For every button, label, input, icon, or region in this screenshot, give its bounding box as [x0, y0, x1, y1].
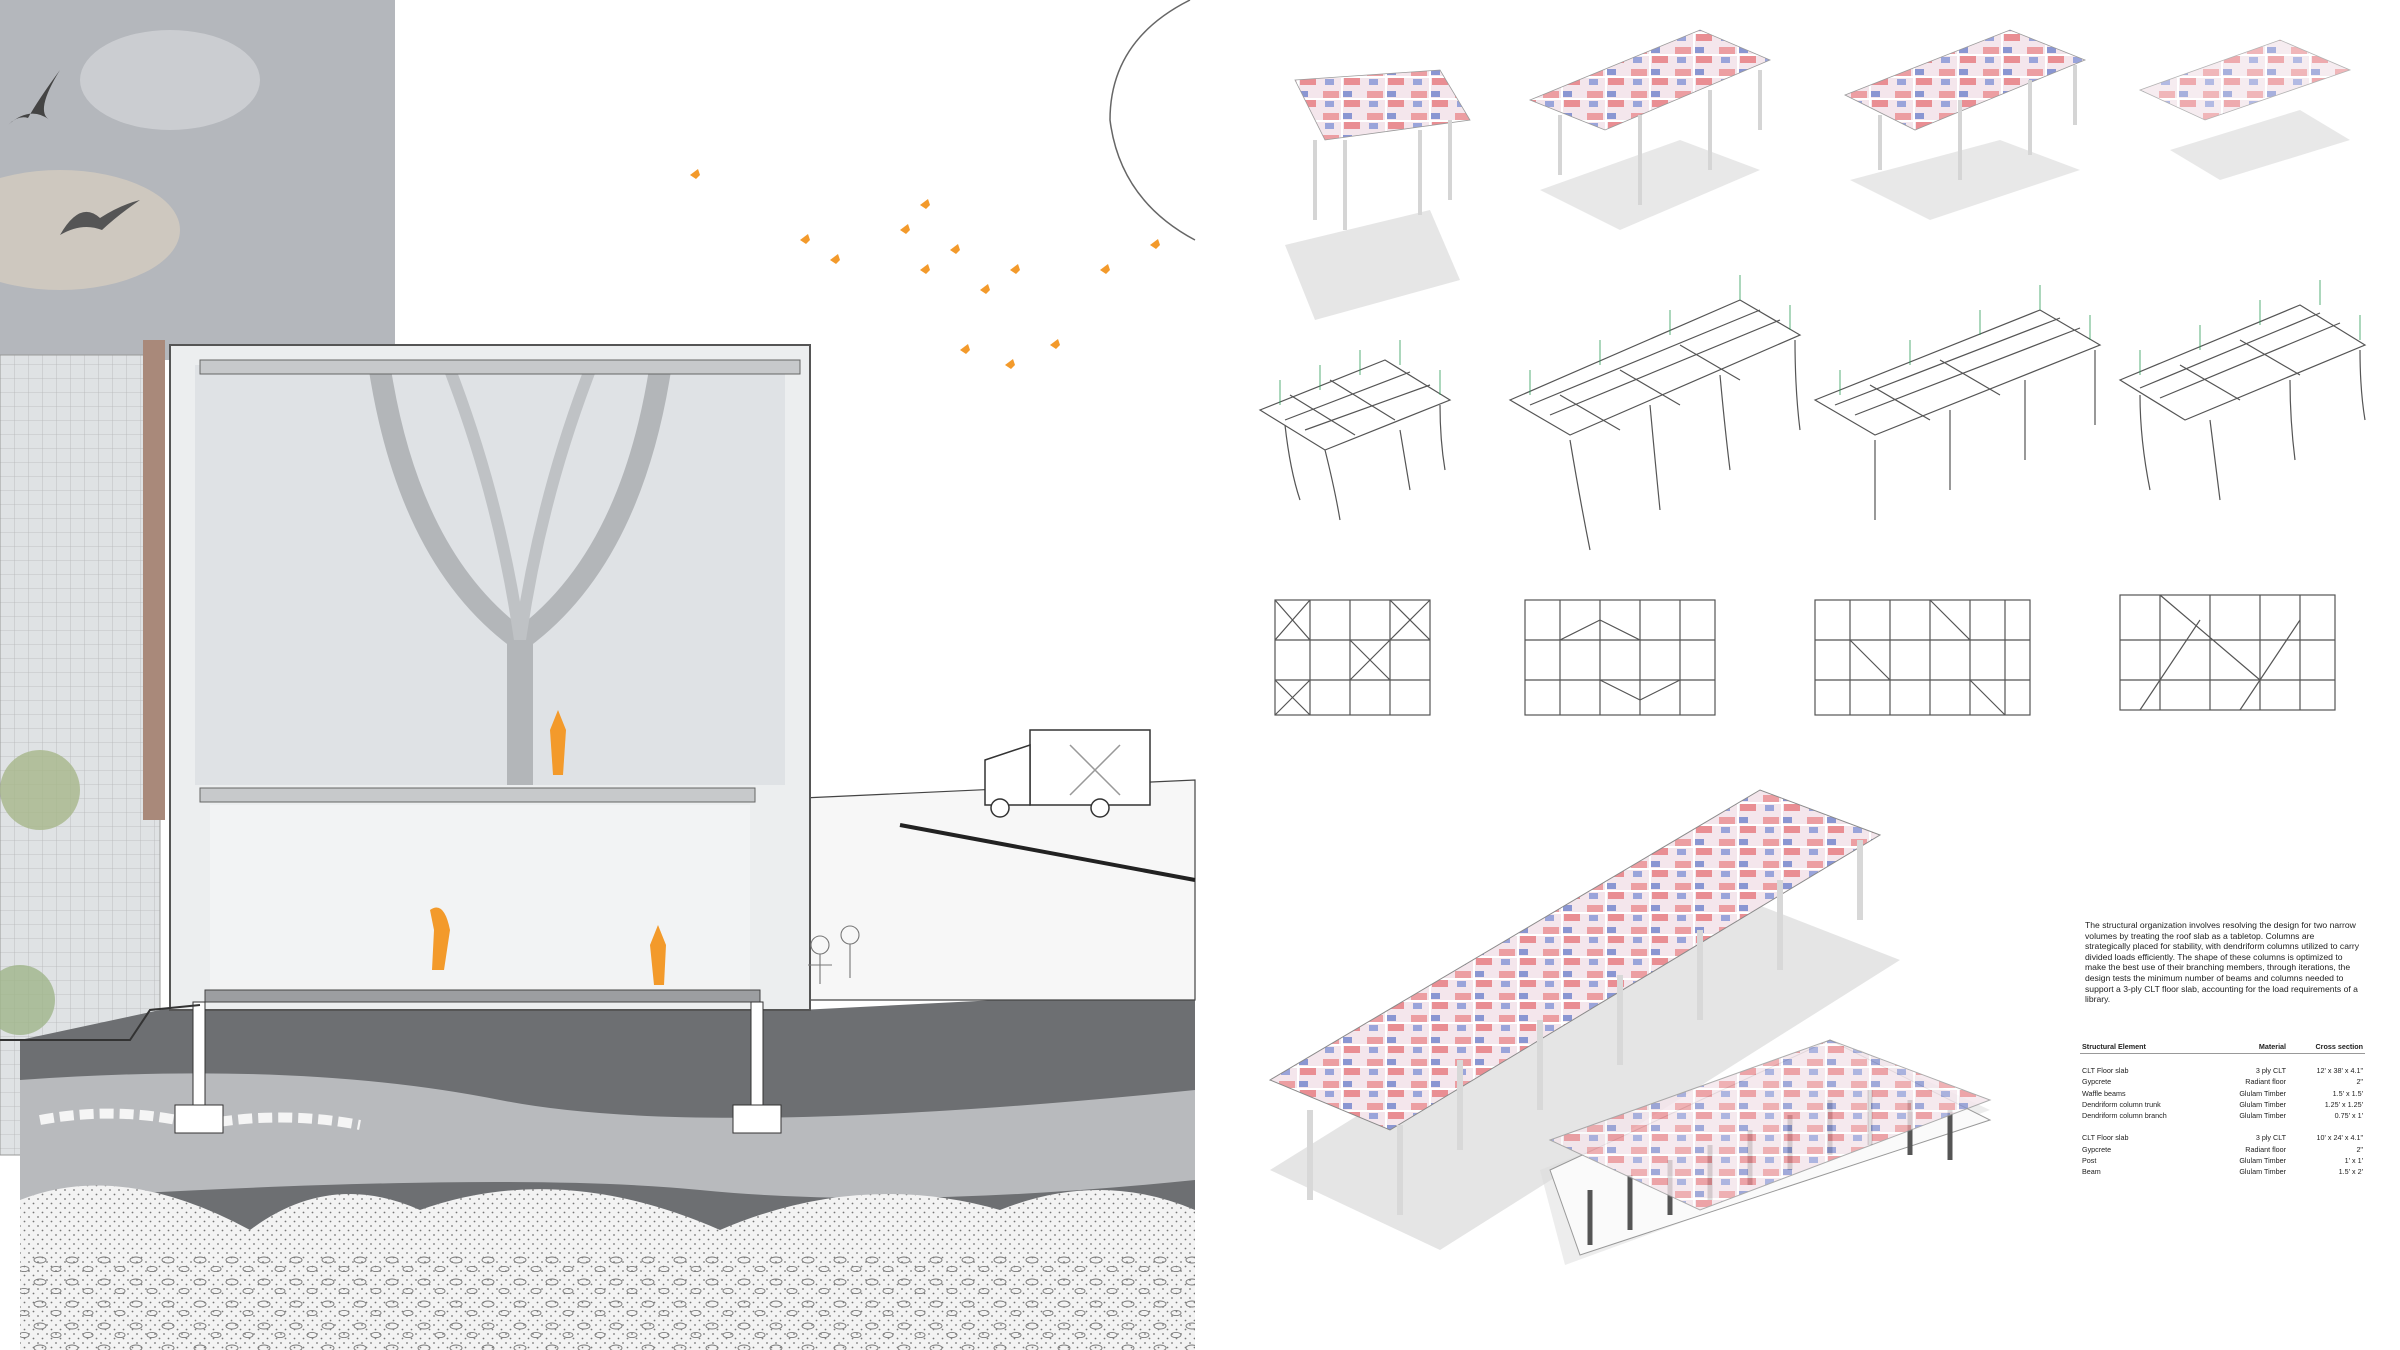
children-sketch [808, 925, 860, 984]
ground-mid [20, 1073, 1195, 1200]
people-silhouettes [430, 710, 666, 985]
wireframe-frame-1 [1258, 359, 1452, 521]
structural-description: The structural organization involves res… [2085, 920, 2359, 1005]
road-curb [899, 823, 1196, 882]
column-branch [514, 367, 596, 641]
wireframe-frame-3 [1813, 309, 2102, 520]
column-branch [444, 367, 526, 641]
structural-elements-table: Structural Element Material Cross sectio… [2080, 1040, 2365, 1177]
framing-plan-1 [1274, 599, 1431, 716]
framing-plan-2 [1524, 599, 1716, 716]
foundation-wall [192, 1001, 206, 1106]
roof-slab [199, 359, 801, 375]
footing [174, 1104, 224, 1134]
footing [732, 1104, 782, 1134]
wireframe-frame-4 [2118, 304, 2367, 501]
large-axonometric [1268, 789, 1900, 1250]
upper-volume [195, 365, 785, 785]
floor-slab [199, 787, 756, 803]
stress-slab-3 [1844, 29, 2087, 220]
wireframe-row [1258, 275, 2367, 551]
header-element: Structural Element [2080, 1040, 2213, 1054]
structural-studies [1258, 29, 2367, 1265]
foundation-wall [750, 1001, 764, 1106]
section-drawing [0, 0, 1196, 1350]
stress-slab-2 [1528, 29, 1772, 230]
floor-slab-stress [1548, 1039, 1992, 1211]
framing-plans [1274, 594, 2336, 716]
gravel-layer [20, 1250, 1195, 1350]
contour-line [1109, 0, 1196, 241]
small-axonometric [1540, 1039, 1992, 1265]
tree [0, 965, 55, 1035]
street [759, 779, 1196, 1001]
library-section [169, 169, 1160, 1134]
ground-slab [204, 989, 761, 1003]
stair-edge [0, 1004, 201, 1041]
dendriform-columns [1307, 840, 1863, 1215]
cloud [80, 30, 260, 130]
roof-slab-stress [1268, 789, 1882, 1131]
delivery-truck-icon [984, 729, 1151, 818]
stress-slab-1 [1285, 69, 1471, 320]
ground-floor [210, 805, 750, 990]
load-arrows [1279, 275, 2361, 405]
bird-flock [690, 169, 1160, 369]
wireframe-frame-2 [1508, 299, 1802, 551]
stress-slab-row [1285, 29, 2352, 320]
stress-slab-4 [2138, 39, 2352, 180]
header-material: Material [2212, 1040, 2289, 1054]
table-header-row: Structural Element Material Cross sectio… [2080, 1040, 2365, 1054]
cloud [0, 170, 180, 290]
shadow [1270, 890, 1900, 1250]
framing-plan-3 [1814, 599, 2031, 716]
tree [0, 750, 80, 830]
seagull-icon [60, 200, 140, 235]
header-cross-section: Cross section [2288, 1040, 2365, 1054]
brick-wall [143, 340, 165, 820]
column-trunk [507, 640, 533, 785]
framing-plan-4 [2119, 594, 2336, 711]
